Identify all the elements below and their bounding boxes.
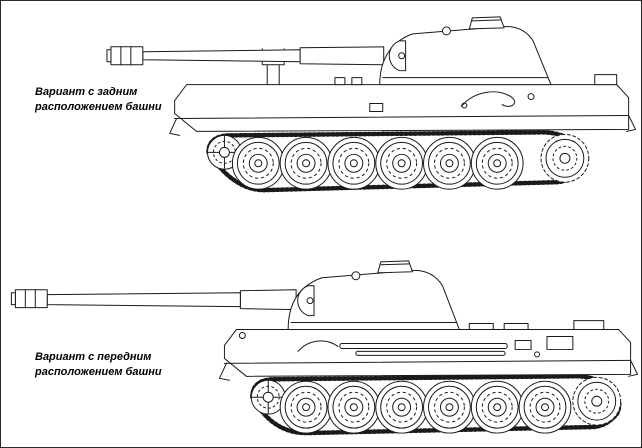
commander-cupola: [377, 260, 414, 274]
cupola-line: [380, 263, 411, 266]
rear-mudflap: [628, 359, 639, 377]
hull: [169, 48, 637, 136]
gun-barrel: [10, 289, 297, 311]
road-wheel: [279, 136, 333, 190]
barrel-sleeve: [239, 289, 297, 311]
muzzle-baffles: [24, 289, 36, 309]
cable-eyelet: [461, 102, 468, 109]
commander-cupola: [468, 16, 505, 30]
muzzle-baffles: [120, 46, 132, 66]
rear-mudflap: [626, 114, 637, 132]
muzzle-cap: [10, 292, 16, 306]
stowage-box: [594, 74, 618, 86]
cupola-line: [471, 19, 502, 22]
tank-front-turret-drawing: [10, 260, 639, 436]
muzzle-brake: [14, 289, 48, 309]
front-mudflap: [218, 362, 230, 381]
engine-hatch: [503, 323, 529, 331]
road-wheel: [279, 380, 333, 434]
trunnion: [398, 52, 406, 60]
caption-front-turret-variant: Вариант с передним расположением башни: [35, 350, 195, 380]
gun-mantlet: [297, 285, 315, 317]
barrel-tube: [142, 49, 301, 63]
road-wheel: [423, 136, 476, 190]
tow-cable: [297, 340, 339, 352]
gun-cleaning-rods: [355, 350, 506, 356]
headlamp: [238, 332, 246, 339]
barrel-tube: [46, 292, 241, 308]
road-wheel: [518, 380, 572, 434]
gun-mantlet: [388, 40, 407, 72]
periscope: [351, 77, 363, 86]
drive-sprocket: [572, 376, 622, 426]
stowage-box: [573, 320, 605, 331]
tow-cable: [460, 91, 516, 108]
barrel-sleeve: [299, 46, 385, 66]
trunnion: [306, 297, 314, 305]
road-wheel: [231, 136, 285, 190]
pistol-port: [527, 93, 535, 101]
turret-ventilator: [351, 271, 361, 281]
road-wheel: [375, 136, 429, 190]
tank-rear-turret-drawing: [106, 16, 637, 193]
caption-line-2: расположением башни: [35, 365, 162, 378]
cable-eyelet: [534, 351, 541, 358]
turret: [287, 260, 460, 331]
road-wheel: [470, 380, 524, 434]
tool-fitting: [369, 103, 384, 113]
road-wheel: [423, 380, 476, 434]
turret-ventilator: [441, 26, 451, 36]
tool-fitting: [514, 339, 532, 350]
road-wheel: [327, 136, 381, 190]
caption-line-2: расположением башни: [35, 100, 162, 113]
periscope: [334, 77, 346, 86]
hull: [218, 320, 639, 381]
caption-rear-turret-variant: Вариант с задним расположением башни: [35, 85, 195, 115]
caption-line-1: Вариант с задним: [35, 86, 138, 98]
gun-barrel: [106, 46, 385, 66]
fender-line: [174, 114, 630, 119]
drive-sprocket: [540, 133, 590, 183]
road-wheel: [375, 380, 429, 434]
turret: [379, 16, 552, 86]
muzzle-cap: [106, 49, 112, 63]
fender-line: [223, 359, 632, 364]
tow-bar: [339, 342, 508, 349]
engine-hatch: [468, 323, 494, 331]
front-mudflap: [169, 117, 181, 136]
road-wheel: [470, 136, 524, 190]
road-wheel: [327, 380, 381, 434]
caption-line-1: Вариант с передним: [35, 351, 152, 363]
muzzle-brake: [110, 46, 144, 66]
tool-box: [546, 335, 574, 350]
